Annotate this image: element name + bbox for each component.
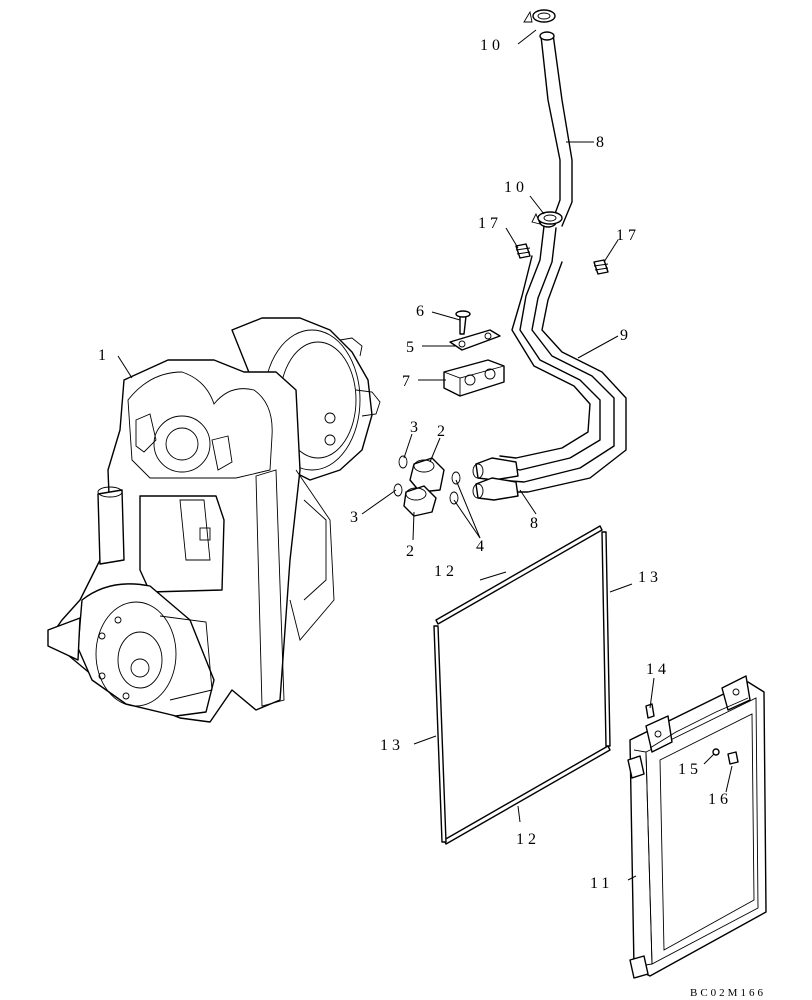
callout-2-upper: 2 bbox=[437, 423, 449, 440]
clamp-top bbox=[523, 9, 556, 23]
callout-17-right: 17 bbox=[616, 227, 640, 244]
callout-12-lower: 12 bbox=[516, 831, 540, 848]
callout-2-lower: 2 bbox=[406, 543, 418, 560]
plate-5 bbox=[449, 329, 501, 351]
callout-12-upper: 12 bbox=[434, 563, 458, 580]
hose-assembly bbox=[472, 31, 627, 501]
callout-7: 7 bbox=[402, 373, 414, 390]
fitting-17-left bbox=[515, 243, 531, 259]
callout-9: 9 bbox=[620, 327, 632, 344]
callout-14: 14 bbox=[646, 661, 670, 678]
leader-lines bbox=[117, 29, 733, 881]
callout-13-right: 13 bbox=[638, 569, 662, 586]
seal-strips bbox=[433, 525, 611, 845]
callout-labels: 1 2 2 3 3 4 5 6 7 8 8 9 10 10 11 12 12 1… bbox=[98, 37, 732, 892]
callout-3-upper: 3 bbox=[410, 419, 422, 436]
callout-4: 4 bbox=[476, 538, 488, 555]
drawing-code: BC02M166 bbox=[690, 987, 766, 999]
fitting-17-right bbox=[593, 259, 609, 275]
callout-10-lower: 10 bbox=[504, 179, 528, 196]
callout-1: 1 bbox=[98, 347, 110, 364]
callout-15: 15 bbox=[678, 761, 702, 778]
oil-cooler bbox=[627, 675, 767, 979]
callout-8-lower: 8 bbox=[530, 515, 542, 532]
callout-17-left: 17 bbox=[478, 215, 502, 232]
elbow-fittings bbox=[403, 457, 445, 517]
callout-6: 6 bbox=[416, 303, 428, 320]
transmission-assembly bbox=[47, 317, 381, 723]
callout-8-upper: 8 bbox=[596, 134, 608, 151]
bolt-6 bbox=[455, 310, 471, 335]
clamp-mid bbox=[531, 211, 563, 225]
callout-11: 11 bbox=[590, 875, 613, 892]
callout-5: 5 bbox=[406, 339, 418, 356]
o-rings bbox=[393, 455, 461, 505]
callout-3-lower: 3 bbox=[350, 509, 362, 526]
callout-13-left: 13 bbox=[380, 737, 404, 754]
clamp-block-7 bbox=[443, 359, 505, 397]
callout-10-upper: 10 bbox=[480, 37, 504, 54]
callout-16: 16 bbox=[708, 791, 732, 808]
